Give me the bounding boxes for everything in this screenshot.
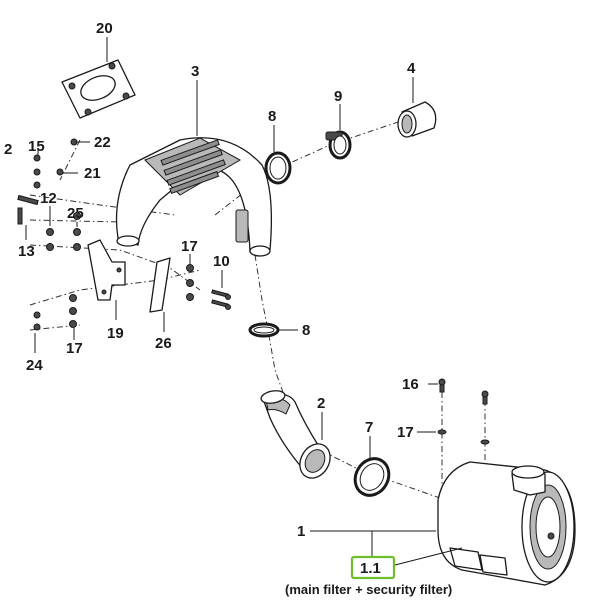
callout-8-upper: 8 <box>268 108 276 125</box>
callout-17-filter: 17 <box>397 424 414 441</box>
callout-12: 12 <box>40 190 57 207</box>
callout-17-upper: 17 <box>181 238 198 255</box>
part-3-intake-duct <box>115 137 273 257</box>
duct-ribs <box>160 139 226 195</box>
callout-1-1-highlight[interactable]: 1.1 <box>350 555 396 580</box>
part-26-strap <box>149 257 171 313</box>
part-16-bolts <box>437 378 490 445</box>
fasteners-left <box>17 138 81 331</box>
callout-20: 20 <box>96 20 113 37</box>
callout-24: 24 <box>26 357 43 374</box>
callout-1-1: 1.1 <box>360 560 381 577</box>
callout-19: 19 <box>107 325 124 342</box>
callout-25: 25 <box>67 205 84 222</box>
part-8-clamp-lower <box>248 322 280 338</box>
leader-lines <box>25 37 463 566</box>
part-20-flange <box>61 59 136 119</box>
callout-7: 7 <box>365 419 373 436</box>
part-7-ring-clamp <box>353 457 391 497</box>
callout-21: 21 <box>84 165 101 182</box>
callout-10: 10 <box>213 253 230 270</box>
filter-caption: (main filter + security filter) <box>285 582 452 597</box>
highlight-box <box>350 555 396 580</box>
part-9-clamp <box>325 130 352 160</box>
part-8-clamp-upper <box>264 151 292 185</box>
callout-4: 4 <box>407 60 416 77</box>
callout-16: 16 <box>402 376 419 393</box>
callout-22: 22 <box>94 134 111 151</box>
part-10-bolts <box>186 264 231 310</box>
part-19-bracket <box>87 239 126 301</box>
callout-13: 13 <box>18 243 35 260</box>
callout-17-lower: 17 <box>66 340 83 357</box>
callout-15: 15 <box>28 138 45 155</box>
callout-2-partial: 2 <box>4 141 12 158</box>
callout-1: 1 <box>297 523 305 540</box>
callout-8-lower: 8 <box>302 322 310 339</box>
part-4-sleeve <box>397 101 437 138</box>
part-2-elbow-hose <box>260 390 331 479</box>
callout-2: 2 <box>317 395 325 412</box>
callout-9: 9 <box>334 88 342 105</box>
callout-labels: 20 3 8 9 4 15 2 22 21 12 25 13 17 10 19 … <box>4 20 419 540</box>
callout-3: 3 <box>191 63 199 80</box>
part-1-air-filter <box>437 461 576 586</box>
callout-26: 26 <box>155 335 172 352</box>
